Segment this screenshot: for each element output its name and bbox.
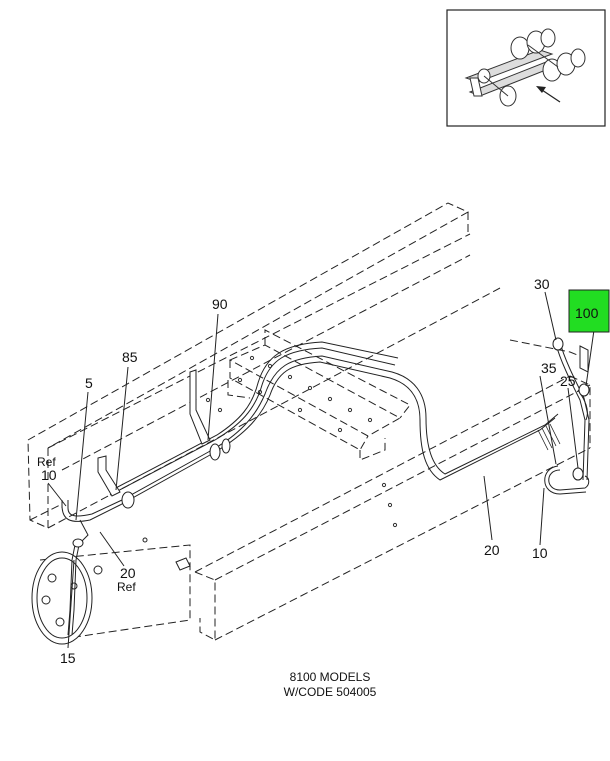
callout-30: 30 xyxy=(534,276,550,292)
callout-85: 85 xyxy=(122,349,138,365)
cross-member-holes xyxy=(205,355,398,528)
brackets xyxy=(97,345,589,497)
callout-35: 35 xyxy=(541,360,557,376)
air-lines xyxy=(61,341,590,636)
callout-labels: 30 100 90 85 5 25 35 Ref 10 20 Ref 15 20… xyxy=(37,276,599,666)
near-frame-rail xyxy=(194,339,591,641)
callout-25: 25 xyxy=(560,373,576,389)
truck-locator-icon xyxy=(464,28,586,107)
callout-15: 15 xyxy=(60,650,76,666)
callout-90: 90 xyxy=(212,296,228,312)
callout-10-left: 10 xyxy=(41,467,57,483)
caption-code: W/CODE 504005 xyxy=(283,685,377,699)
locator-inset xyxy=(446,9,606,127)
callout-5: 5 xyxy=(85,375,93,391)
callout-10-right: 10 xyxy=(532,545,548,561)
callout-ref-20: Ref xyxy=(117,580,136,594)
callout-20-right: 20 xyxy=(484,542,500,558)
leader-lines xyxy=(47,291,595,649)
view-direction-arrow-icon xyxy=(536,86,561,103)
clips xyxy=(121,337,590,509)
cross-member xyxy=(227,329,411,461)
callout-20-left: 20 xyxy=(120,565,136,581)
callout-ref-10: Ref xyxy=(37,455,56,469)
air-tank xyxy=(31,537,191,645)
caption-models: 8100 MODELS xyxy=(289,670,371,684)
far-frame-rail xyxy=(27,202,501,529)
callout-100: 100 xyxy=(575,305,599,321)
diagram-caption: 8100 MODELS W/CODE 504005 xyxy=(230,670,430,700)
frame-assembly xyxy=(27,202,591,645)
highlight-box xyxy=(568,289,610,333)
